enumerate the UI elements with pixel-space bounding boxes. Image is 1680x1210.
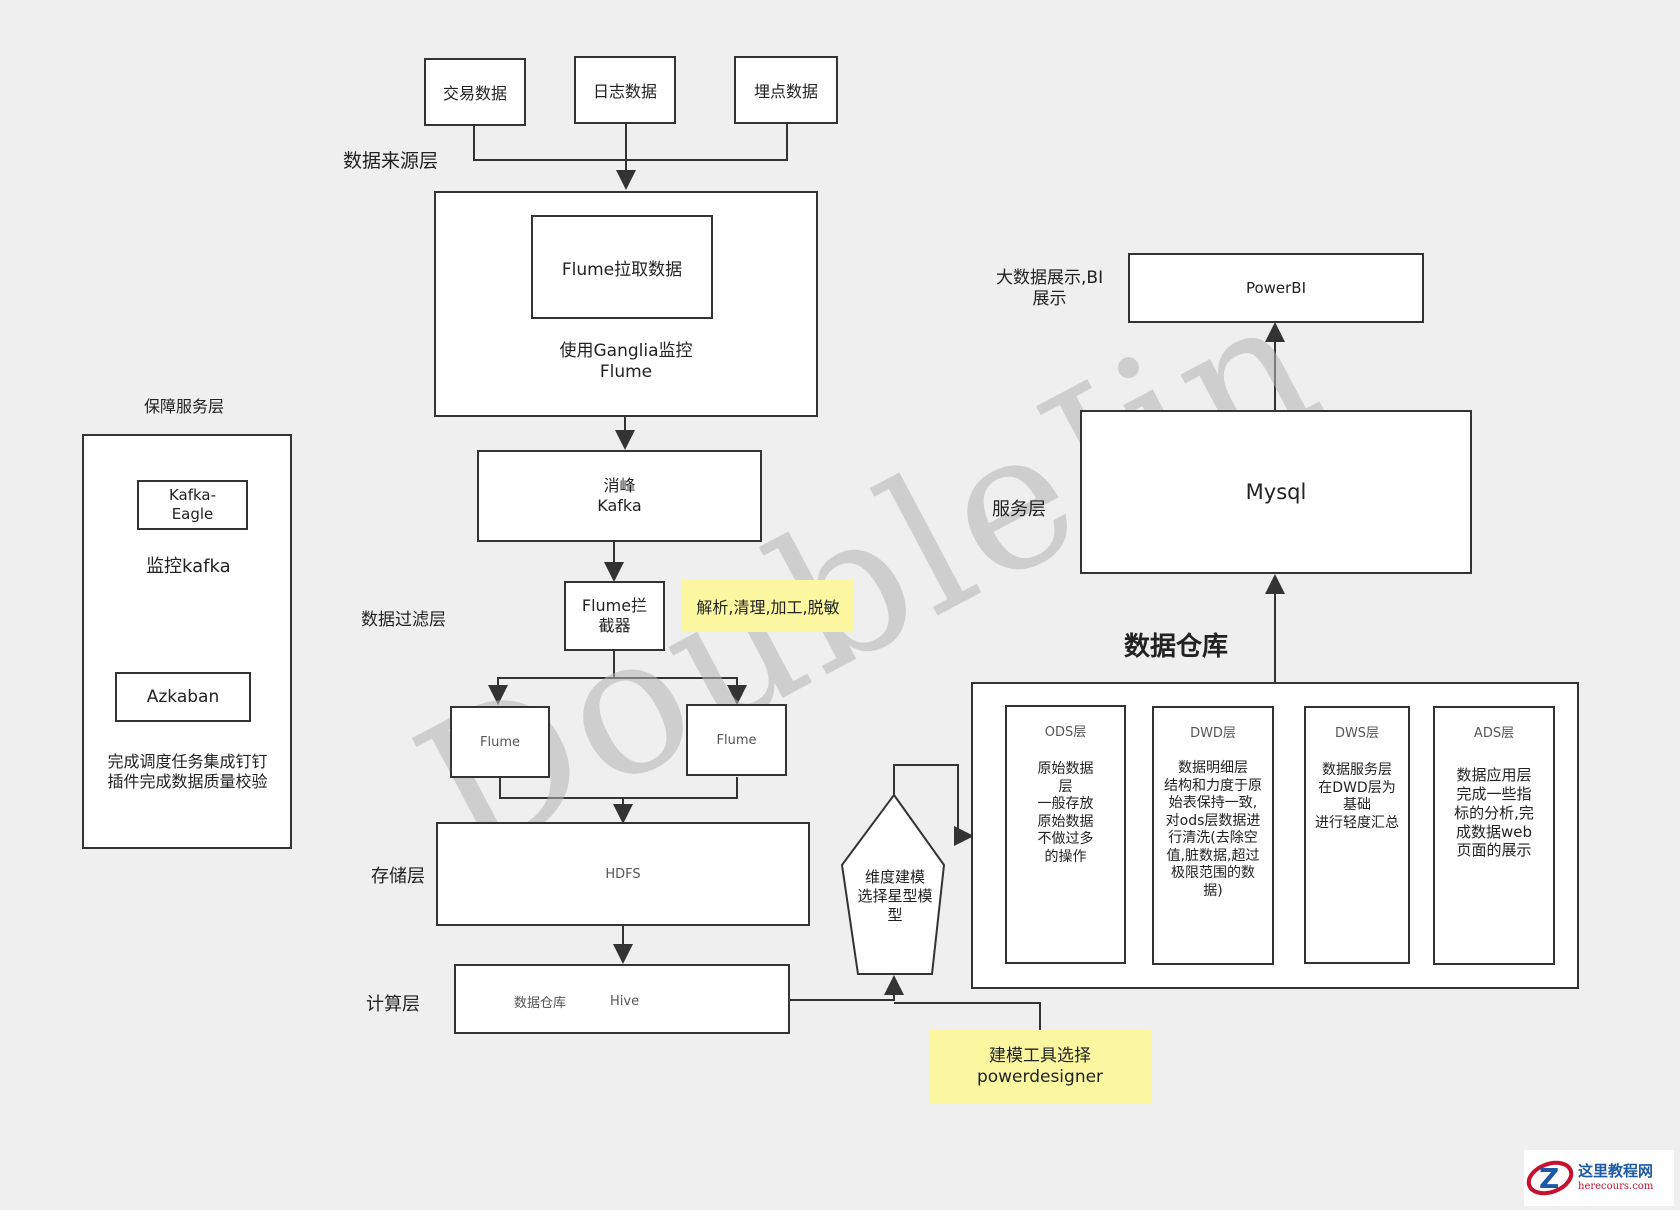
kafka-eagle-box: Kafka- Eagle (137, 480, 248, 530)
monitor-kafka-label: 监控kafka (146, 556, 231, 577)
ods-line: 不做过多 (1037, 831, 1094, 848)
dws-line: 进行轻度汇总 (1315, 814, 1399, 831)
warehouse-layer-dws: DWS层 数据服务层 在DWD层为 基础 进行轻度汇总 (1304, 706, 1410, 964)
flume-interceptor-box: Flume拦 截器 (564, 581, 665, 651)
ads-line: 页面的展示 (1456, 841, 1532, 860)
dwd-line: 值,脏数据,超过 (1166, 847, 1260, 864)
modeling-tool-line2: powerdesigner (976, 1067, 1104, 1087)
ods-line: 层 (1058, 778, 1073, 795)
kafka-box: 消峰 Kafka (477, 450, 762, 542)
warehouse-layer-ads: ADS层 数据应用层 完成一些指 标的分析,完 成数据web 页面的展示 (1433, 706, 1555, 965)
svg-text:Z: Z (1539, 1162, 1559, 1195)
layer-label-service: 服务层 (992, 499, 1046, 520)
dwd-title: DWD层 (1190, 726, 1236, 741)
flume-collect-caption: 使用Ganglia监控 Flume (559, 341, 692, 384)
modeling-line3: 型 (887, 905, 903, 924)
warehouse-layer-dwd: DWD层 数据明细层 结构和力度于原 始表保持一致, 对ods层数据进 行清洗(… (1152, 706, 1274, 965)
layer-label-source: 数据来源层 (343, 150, 439, 172)
site-logo-name: 这里教程网 (1578, 1162, 1654, 1181)
warehouse-title: 数据仓库 (1124, 632, 1229, 662)
layer-label-filter: 数据过滤层 (361, 610, 446, 630)
ads-line: 数据应用层 (1456, 766, 1532, 785)
azkaban-box: Azkaban (115, 672, 251, 722)
layer-label-compute: 计算层 (366, 994, 420, 1015)
hive-warehouse-label: 数据仓库 (514, 996, 567, 1011)
kafka-line1: 消峰 (603, 476, 636, 495)
source-tracking-data: 埋点数据 (734, 56, 838, 124)
interceptor-note: 解析,清理,加工,脱敏 (682, 580, 854, 632)
azkaban-desc: 完成调度任务集成钉钉 插件完成数据质量校验 (100, 752, 275, 792)
dwd-line: 结构和力度于原 (1164, 777, 1262, 794)
interceptor-line1: Flume拦 (581, 596, 648, 615)
dwd-line: 数据明细层 (1178, 760, 1248, 777)
ads-line: 成数据web (1455, 822, 1533, 841)
dwd-line: 据) (1203, 882, 1223, 899)
layer-label-guarantee: 保障服务层 (144, 397, 225, 416)
bi-label-line2: 展示 (1032, 289, 1067, 310)
ods-line: 原始数据 (1037, 813, 1094, 830)
dwd-line: 对ods层数据进 (1165, 812, 1261, 829)
hdfs-box: HDFS (436, 822, 810, 926)
site-logo-icon: Z (1526, 1160, 1574, 1196)
hive-box: 数据仓库 Hive (454, 964, 790, 1034)
dws-line: 数据服务层 (1322, 762, 1392, 779)
modeling-shape (840, 793, 946, 975)
mysql-box: Mysql (1080, 410, 1472, 574)
layer-label-storage: 存储层 (371, 866, 425, 887)
powerbi-box: PowerBI (1128, 253, 1424, 323)
hive-name: Hive (610, 994, 640, 1009)
warehouse-layer-ods: ODS层 原始数据 层 一般存放 原始数据 不做过多 的操作 (1005, 705, 1126, 964)
kafka-eagle-line1: Kafka- (168, 486, 217, 505)
bi-label-line1: 大数据展示,BI (996, 268, 1104, 288)
dws-line: 在DWD层为 (1318, 779, 1396, 796)
source-log-data: 日志数据 (574, 56, 676, 124)
ods-line: 原始数据 (1037, 761, 1094, 778)
azkaban-desc-line1: 完成调度任务集成钉钉 (107, 752, 268, 771)
layer-label-bi: 大数据展示,BI 展示 (996, 268, 1103, 311)
flume-right-box: Flume (686, 704, 787, 776)
modeling-line2: 选择星型模 (857, 886, 933, 905)
kafka-eagle-line2: Eagle (171, 505, 214, 523)
flume-caption-line2: Flume (599, 361, 653, 382)
modeling-tool-line1: 建模工具选择 (989, 1045, 1091, 1066)
ods-line: 一般存放 (1037, 796, 1094, 813)
flume-pull-box: Flume拉取数据 (531, 215, 713, 319)
site-logo[interactable]: Z 这里教程网 herecours.com (1524, 1150, 1674, 1206)
ads-line: 标的分析,完 (1454, 803, 1534, 822)
source-trade-data: 交易数据 (424, 58, 526, 126)
flume-left-box: Flume (450, 706, 550, 778)
dwd-line: 行清洗(去除空 (1168, 830, 1258, 847)
ads-line: 完成一些指 (1456, 785, 1532, 803)
azkaban-desc-line2: 插件完成数据质量校验 (107, 772, 268, 791)
kafka-line2: Kafka (597, 496, 642, 515)
dws-line: 基础 (1343, 797, 1371, 814)
modeling-text: 维度建模 选择星型模 型 (850, 868, 940, 924)
interceptor-line2: 截器 (598, 616, 631, 635)
modeling-tool-note: 建模工具选择 powerdesigner (929, 1030, 1151, 1104)
site-logo-domain: herecours.com (1578, 1181, 1654, 1193)
ods-title: ODS层 (1044, 725, 1087, 740)
dwd-line: 始表保持一致, (1168, 795, 1258, 812)
ods-line: 的操作 (1044, 848, 1087, 865)
modeling-line1: 维度建模 (864, 868, 925, 886)
ads-title: ADS层 (1473, 726, 1515, 741)
flume-caption-line1: 使用Ganglia监控 (559, 340, 693, 361)
dwd-line: 极限范围的数 (1171, 865, 1255, 882)
dws-title: DWS层 (1334, 726, 1380, 741)
